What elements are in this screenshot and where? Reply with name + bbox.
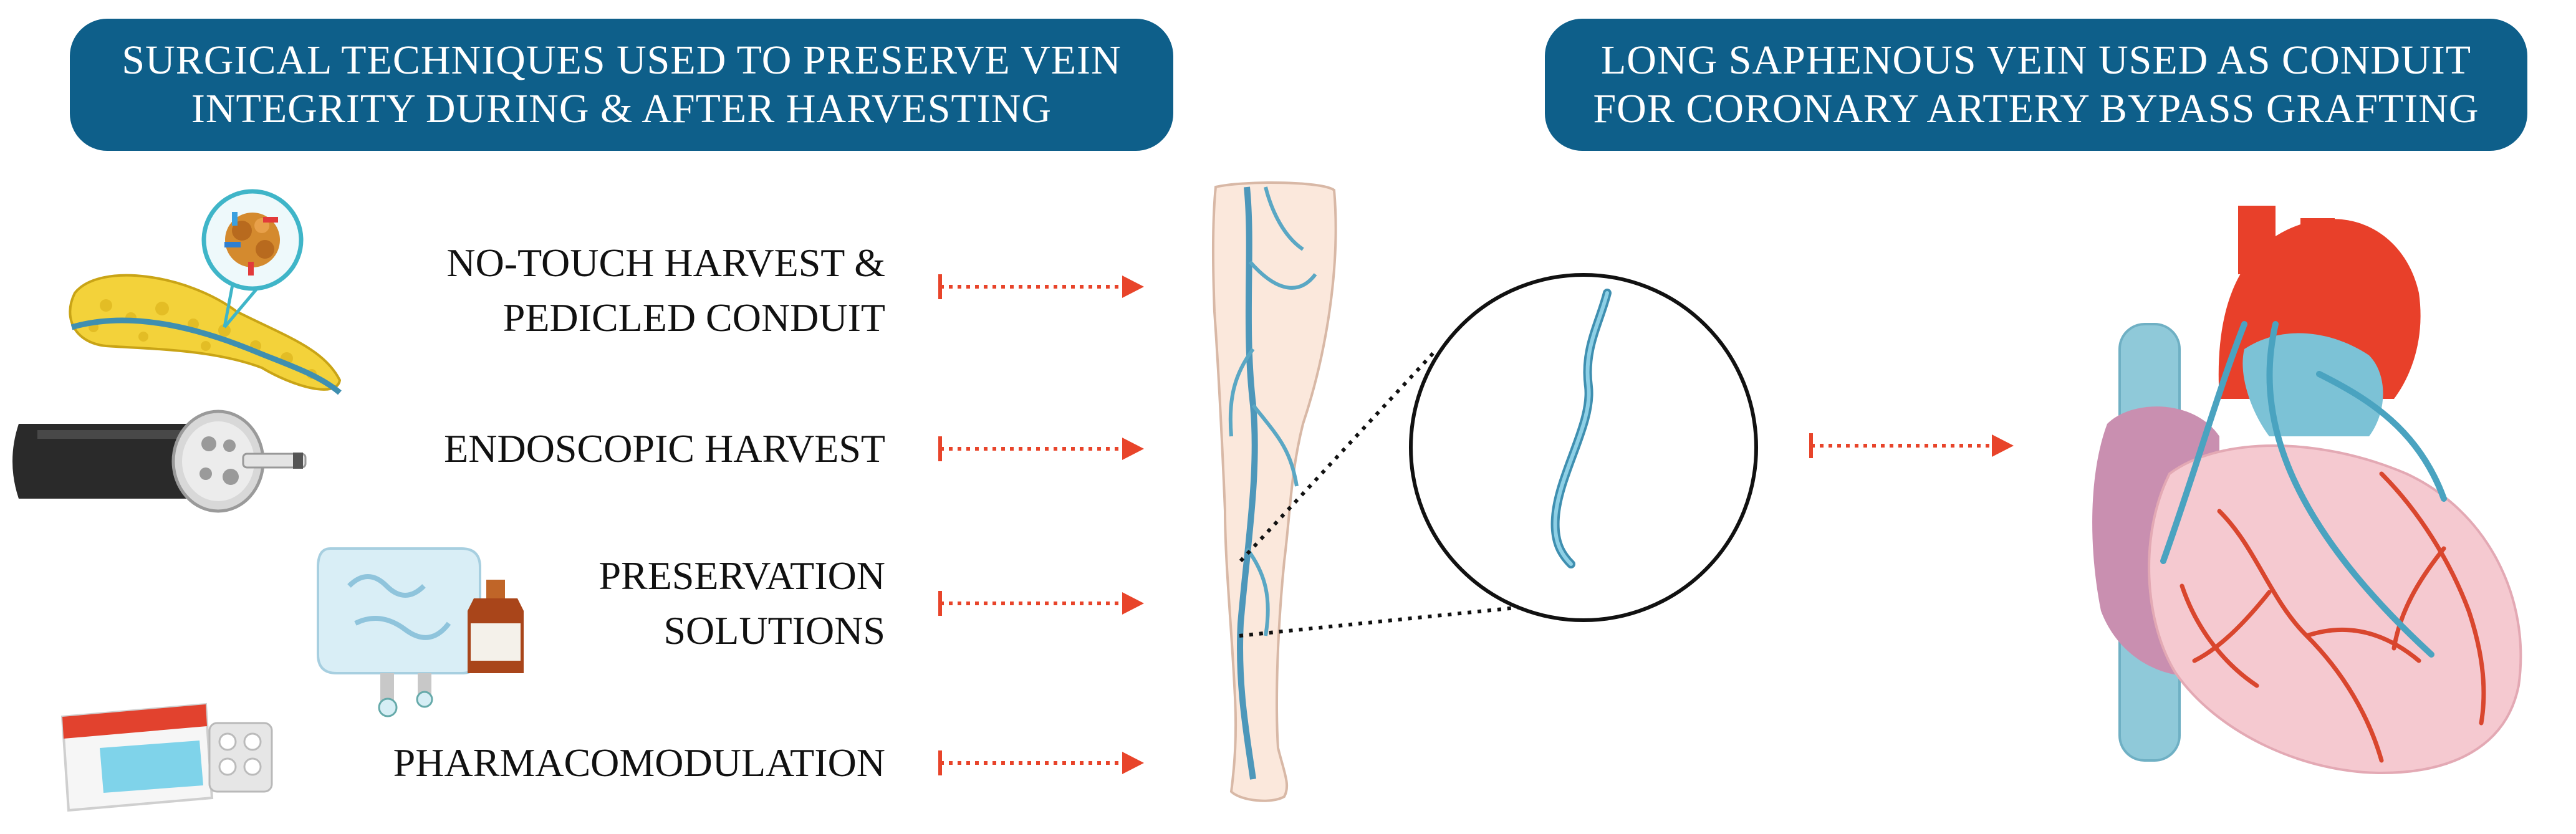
- left-banner-line2: INTEGRITY DURING & AFTER HARVESTING: [191, 86, 1052, 132]
- pedicled-vein-icon: [69, 189, 342, 395]
- left-banner-line1: SURGICAL TECHNIQUES USED TO PRESERVE VEI…: [122, 37, 1122, 83]
- technique-line2: PEDICLED CONDUIT: [502, 295, 885, 340]
- magnified-vein-circle: [1409, 273, 1758, 622]
- zoom-lines: [1239, 347, 1559, 638]
- technique-line1: ENDOSCOPIC HARVEST: [444, 426, 885, 471]
- technique-line1: PRESERVATION: [598, 554, 885, 598]
- heart-illustration: [2092, 206, 2522, 775]
- solution-bag-icon: [317, 547, 524, 717]
- pill-pack-icon: [60, 702, 273, 812]
- technique-arrows: [938, 274, 1144, 775]
- right-banner: LONG SAPHENOUS VEIN USED AS CONDUIT FOR …: [1545, 19, 2527, 151]
- technique-label-pharmacomodulation: PHARMACOMODULATION: [393, 736, 885, 790]
- technique-label-preservation: PRESERVATION SOLUTIONS: [598, 549, 885, 658]
- technique-line1: PHARMACOMODULATION: [393, 741, 885, 785]
- right-banner-line2: FOR CORONARY ARTERY BYPASS GRAFTING: [1593, 86, 2479, 132]
- leg-illustration: [1211, 181, 1337, 802]
- left-banner: SURGICAL TECHNIQUES USED TO PRESERVE VEI…: [70, 19, 1173, 151]
- technique-line1: NO-TOUCH HARVEST &: [446, 241, 885, 285]
- conduit-arrow: [1809, 433, 2014, 458]
- technique-line2: SOLUTIONS: [663, 608, 885, 653]
- technique-label-endoscopic: ENDOSCOPIC HARVEST: [444, 421, 885, 476]
- right-banner-line1: LONG SAPHENOUS VEIN USED AS CONDUIT: [1600, 37, 2472, 83]
- technique-label-no-touch: NO-TOUCH HARVEST & PEDICLED CONDUIT: [446, 236, 885, 345]
- endoscope-icon: [12, 410, 307, 513]
